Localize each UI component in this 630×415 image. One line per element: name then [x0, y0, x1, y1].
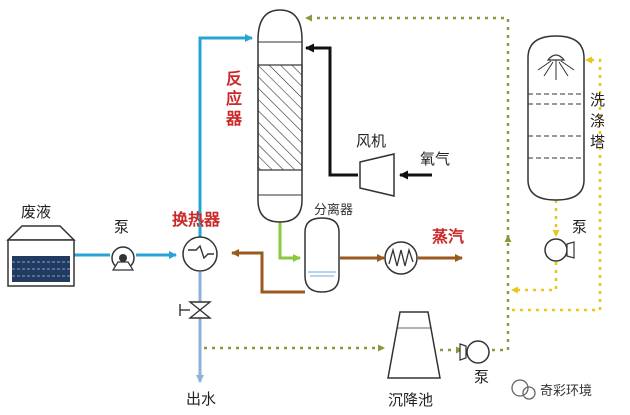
blower-label: 风机	[356, 132, 386, 150]
oxygen-label: 氧气	[420, 150, 450, 168]
scrubber-label-2: 涤	[590, 112, 605, 130]
reactor-outlet-line	[278, 220, 301, 262]
separator-vessel	[304, 217, 340, 293]
pump-3	[459, 340, 490, 364]
pump2-to-return-dotted	[511, 262, 558, 294]
heat-exchanger-icon	[182, 236, 218, 272]
watermark-label: 奇彩环境	[540, 383, 592, 399]
blower-to-reactor-line	[305, 43, 358, 177]
settling-tank	[387, 311, 441, 379]
coil-icon	[384, 241, 418, 275]
scrubber-tower	[527, 35, 585, 201]
recycle-dotted	[305, 14, 510, 352]
pump-2-label: 泵	[572, 218, 587, 236]
reactor-vessel	[257, 9, 303, 223]
scrubber-feed-dotted	[512, 56, 602, 312]
reactor-feed-line	[198, 34, 253, 240]
separator-label: 分离器	[314, 202, 353, 218]
outlet-water-label: 出水	[186, 390, 216, 408]
steam-label: 蒸汽	[432, 227, 464, 246]
heat-exchanger-label: 换热器	[172, 210, 221, 229]
reactor-label-2: 应	[226, 89, 242, 108]
pump-2	[544, 238, 575, 262]
reactor-label-3: 器	[225, 109, 243, 128]
waste-liquid-label: 废液	[21, 203, 51, 221]
wechat-icon	[511, 379, 536, 400]
pump-1-label: 泵	[114, 218, 129, 236]
settling-tank-label: 沉降池	[388, 391, 433, 409]
reactor-label-1: 反	[226, 69, 242, 88]
pump-3-label: 泵	[474, 368, 489, 386]
blower	[359, 153, 395, 197]
valve-icon	[179, 301, 212, 319]
waste-liquid-tank	[6, 225, 76, 287]
scrubber-label-3: 塔	[590, 133, 605, 151]
hot-return-line	[231, 249, 305, 294]
scrubber-label-1: 洗	[590, 91, 605, 109]
pump-1	[111, 246, 135, 271]
